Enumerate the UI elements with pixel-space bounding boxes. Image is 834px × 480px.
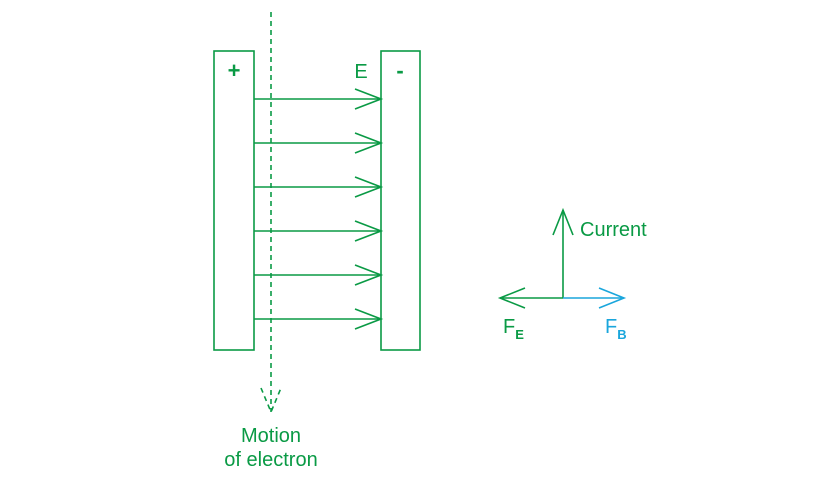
field-arrows: [254, 88, 384, 330]
fb-main: F: [605, 316, 617, 338]
negative-plate: [380, 50, 421, 351]
positive-plate: [213, 50, 255, 351]
fe-main: F: [503, 316, 515, 338]
fb-subscript: B: [617, 327, 626, 342]
negative-symbol: -: [396, 58, 403, 83]
electric-force-label: FE: [503, 316, 524, 342]
field-arrowhead: [354, 88, 384, 110]
electric-force-arrowhead: [497, 287, 526, 309]
field-arrowhead: [354, 308, 384, 330]
field-label: E: [354, 61, 367, 83]
positive-symbol: +: [228, 58, 241, 83]
fe-subscript: E: [515, 327, 524, 342]
electron-label-line2: of electron: [224, 449, 317, 471]
field-arrowhead: [354, 176, 384, 198]
current-arrowhead: [552, 207, 574, 236]
field-arrowhead: [354, 264, 384, 286]
magnetic-force-label: FB: [605, 316, 627, 342]
current-label: Current: [580, 219, 647, 241]
field-arrowhead: [354, 220, 384, 242]
magnetic-force-arrowhead: [598, 287, 627, 309]
field-arrowhead: [354, 132, 384, 154]
electron-label-line1: Motion: [241, 425, 301, 447]
